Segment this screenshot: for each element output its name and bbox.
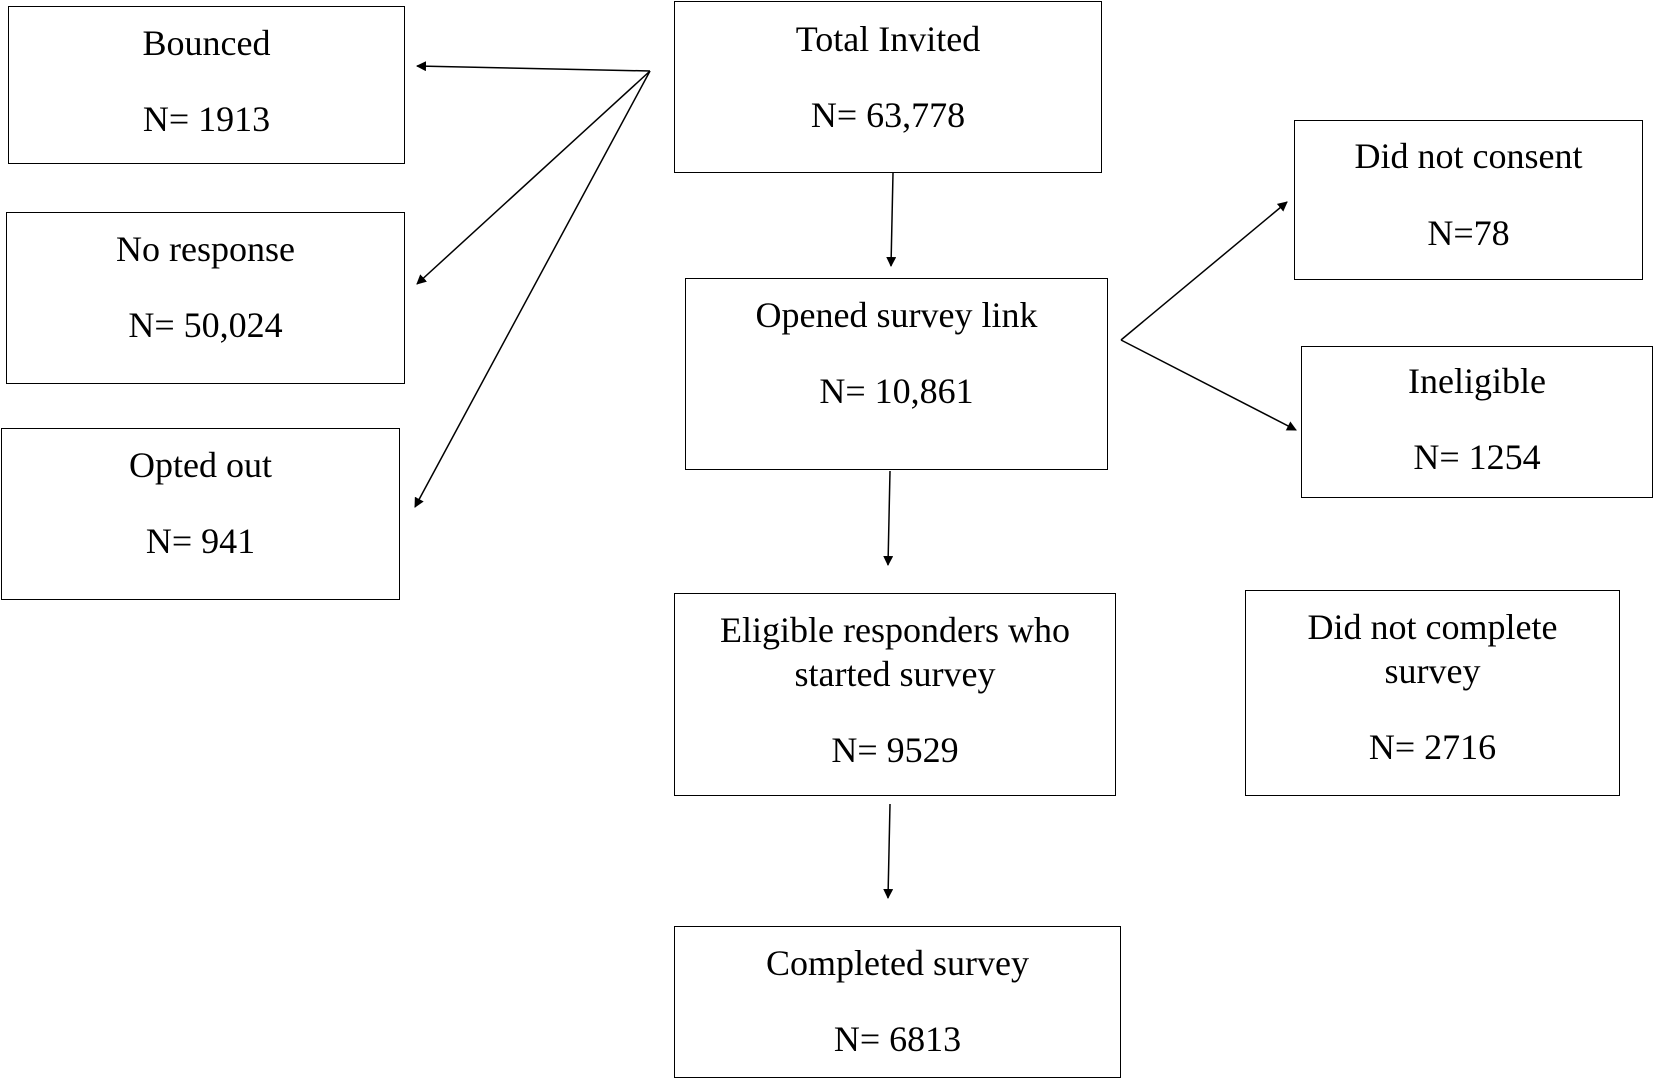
did-not-consent-box: Did not consent N=78 <box>1294 120 1643 280</box>
arrow-to-eligible-started <box>883 470 894 566</box>
ineligible-box: Ineligible N= 1254 <box>1301 346 1653 498</box>
total-invited-count: N= 63,778 <box>810 95 966 135</box>
arrow-to-did-not-consent <box>1120 201 1288 341</box>
bounced-box: Bounced N= 1913 <box>8 6 405 164</box>
eligible-started-box: Eligible responders who started survey N… <box>674 593 1116 796</box>
eligible-started-label-line1: Eligible responders who <box>720 610 1070 650</box>
ineligible-label: Ineligible <box>1408 361 1546 401</box>
no-response-box: No response N= 50,024 <box>6 212 405 384</box>
total-invited-label: Total Invited <box>795 19 981 59</box>
no-response-label: No response <box>116 229 295 269</box>
did-not-consent-label: Did not consent <box>1354 136 1583 176</box>
bounced-count: N= 1913 <box>142 99 271 139</box>
completed-count: N= 6813 <box>833 1019 962 1059</box>
opted-out-label: Opted out <box>129 445 272 485</box>
completed-box: Completed survey N= 6813 <box>674 926 1121 1078</box>
did-not-complete-label-line1: Did not complete <box>1307 607 1558 647</box>
total-invited-box: Total Invited N= 63,778 <box>674 1 1102 173</box>
did-not-complete-box: Did not complete survey N= 2716 <box>1245 590 1620 796</box>
bounced-label: Bounced <box>142 23 271 63</box>
eligible-started-label-line2: started survey <box>794 654 996 694</box>
eligible-started-count: N= 9529 <box>831 730 959 770</box>
did-not-complete-count: N= 2716 <box>1368 727 1497 767</box>
opted-out-count: N= 941 <box>145 521 256 561</box>
arrow-to-bounced <box>416 61 651 72</box>
opted-out-box: Opted out N= 941 <box>1 428 400 600</box>
no-response-count: N= 50,024 <box>128 305 283 345</box>
arrow-to-no-response <box>416 70 651 285</box>
opened-link-label: Opened survey link <box>755 295 1038 335</box>
completed-label: Completed survey <box>766 943 1029 983</box>
did-not-complete-label-line2: survey <box>1384 651 1481 691</box>
arrow-to-ineligible <box>1120 339 1297 431</box>
ineligible-count: N= 1254 <box>1413 437 1541 477</box>
opened-link-box: Opened survey link N= 10,861 <box>685 278 1108 470</box>
did-not-consent-count: N=78 <box>1427 213 1510 253</box>
arrow-to-opened-link <box>886 172 897 267</box>
opened-link-count: N= 10,861 <box>819 371 974 411</box>
arrow-to-completed <box>883 803 894 899</box>
arrow-to-opted-out <box>414 70 651 508</box>
